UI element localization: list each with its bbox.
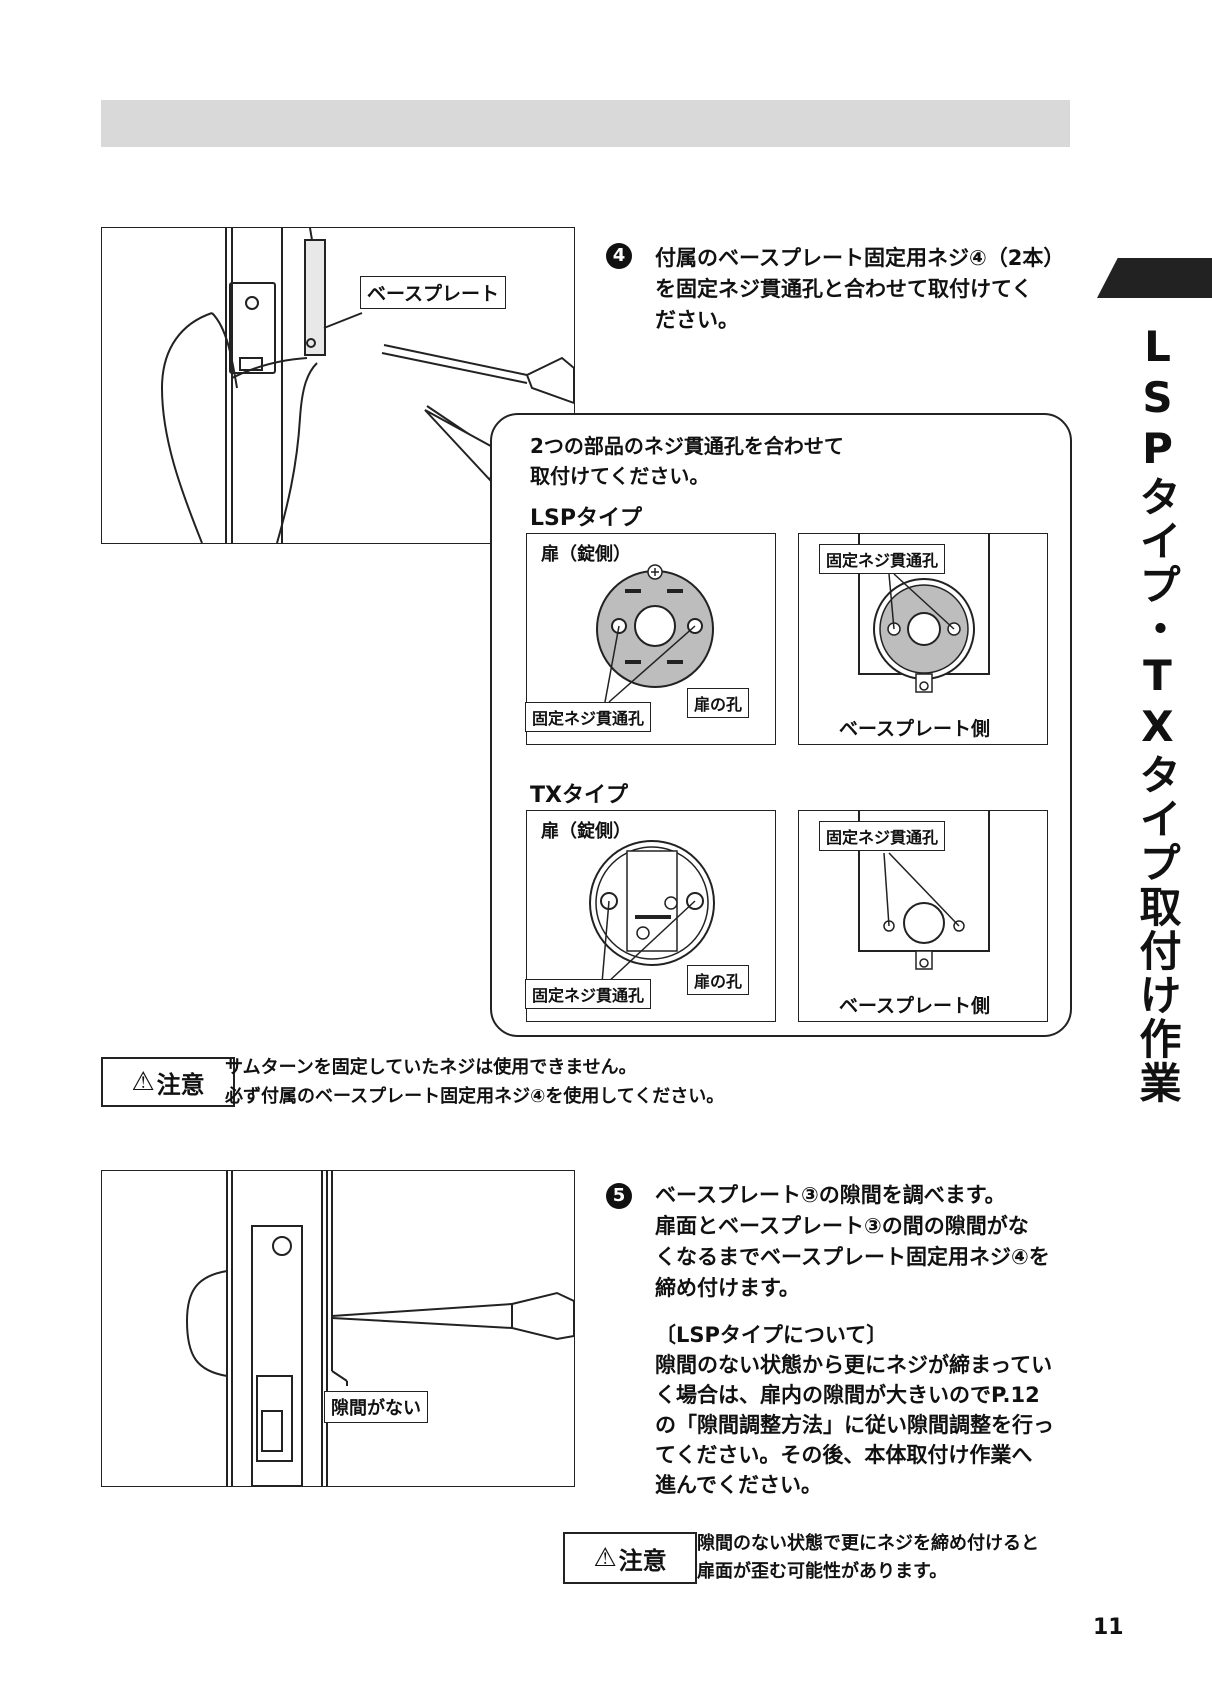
step5-note-line: 〔LSPタイプについて〕 [655,1323,888,1347]
caution2-text: 隙間のない状態で更にネジを締め付けると 扉面が歪む可能性があります。 [697,1530,1039,1586]
warning-icon: ⚠ [593,1543,617,1573]
tx-plate-hole-label: 固定ネジ貫通孔 [819,821,946,851]
caution-label: 注意 [618,1546,667,1575]
caution1-line: サムターンを固定していたネジは使用できません。 [225,1057,637,1078]
step5-note: 〔LSPタイプについて〕 隙間のない状態から更にネジが締まってい く場合は、扉内… [655,1320,1085,1500]
lsp-plate-drawing [858,534,990,693]
step5-note-line: く場合は、扉内の隙間が大きいのでP.12 [655,1383,1040,1407]
page-number: 11 [1093,1615,1124,1640]
step5-line: ベースプレート③の隙間を調べます。 [655,1183,1006,1207]
step4-line: 付属のベースプレート固定用ネジ④（2本） [655,246,1065,270]
warning-icon: ⚠ [131,1067,155,1097]
base-plate-label: ベースプレート [360,276,507,309]
caution1-text: サムターンを固定していたネジは使用できません。 必ず付属のベースプレート固定用ネ… [225,1053,724,1111]
step4-line: を固定ネジ貫通孔と合わせて取付けてく [655,277,1033,301]
tx-plate-side-label: ベースプレート側 [839,995,991,1017]
step5-note-line: 進んでください。 [655,1473,822,1497]
step5-text: ベースプレート③の隙間を調べます。 扉面とベースプレート③の間の隙間がな くなる… [655,1180,1085,1304]
door-gap-drawing [185,1171,575,1487]
tx-door-hole-label: 扉の孔 [687,965,750,995]
caution-label: 注意 [156,1070,205,1099]
side-title: LSPタイプ・TXタイプ取付け作業 [1133,322,1182,1105]
step4-illustration: ベースプレート [101,227,575,544]
tx-door-label: 扉（錠側） [541,821,631,842]
header-bar [101,100,1070,147]
lsp-hole-label: 固定ネジ貫通孔 [525,702,652,732]
no-gap-label: 隙間がない [324,1391,428,1423]
tx-door-panel: 扉（錠側） 固定ネジ貫通孔 扉の孔 [525,810,776,1022]
step5-line: くなるまでベースプレート固定用ネジ④を [655,1245,1050,1269]
callout-pointer [424,409,500,483]
lsp-door-drawing [596,564,714,703]
tx-hole-label: 固定ネジ貫通孔 [525,979,652,1009]
lsp-title: LSPタイプ [530,506,642,531]
step5-illustration: 隙間がない [101,1170,575,1487]
step5-line: 締め付けます。 [655,1276,800,1300]
caution2-line: 隙間のない状態で更にネジを締め付けると [697,1533,1039,1554]
caution1-line: 必ず付属のベースプレート固定用ネジ④を使用してください。 [225,1086,725,1107]
lsp-door-hole-label: 扉の孔 [687,688,750,718]
callout-text: 2つの部品のネジ貫通孔を合わせて 取付けてください。 [530,431,844,491]
step5-note-line: 隙間のない状態から更にネジが締まってい [655,1353,1053,1377]
lsp-plate-panel: 固定ネジ貫通孔 ベースプレート側 [798,533,1048,745]
callout-box: 2つの部品のネジ貫通孔を合わせて 取付けてください。 LSPタイプ 扉（錠側） … [490,413,1072,1037]
step5-note-line: てください。その後、本体取付け作業へ [655,1443,1033,1467]
caution-badge: ⚠注意 [101,1057,235,1107]
lsp-door-panel: 扉（錠側） 固定ネジ貫通孔 扉の孔 [525,533,776,745]
lsp-plate-side-label: ベースプレート側 [839,718,991,740]
caution-badge: ⚠注意 [563,1532,697,1584]
tx-door-drawing [589,840,715,984]
side-tab [1097,258,1212,298]
step5-note-line: の「隙間調整方法」に従い隙間調整を行っ [655,1413,1054,1437]
step5-line: 扉面とベースプレート③の間の隙間がな [655,1214,1029,1238]
callout-line: 2つの部品のネジ貫通孔を合わせて [530,434,844,458]
step4-line: ださい。 [655,308,739,332]
tx-plate-panel: 固定ネジ貫通孔 ベースプレート側 [798,810,1048,1022]
lsp-plate-hole-label: 固定ネジ貫通孔 [819,544,946,574]
step5-number: 5 [606,1183,632,1209]
lsp-door-label: 扉（錠側） [541,544,631,565]
caution2-line: 扉面が歪む可能性があります。 [697,1561,948,1582]
tx-title: TXタイプ [530,783,628,808]
callout-line: 取付けてください。 [530,464,710,488]
step4-number: 4 [606,243,632,269]
step4-text: 付属のベースプレート固定用ネジ④（2本） を固定ネジ貫通孔と合わせて取付けてく … [655,243,1075,336]
tx-plate-drawing [858,811,990,970]
